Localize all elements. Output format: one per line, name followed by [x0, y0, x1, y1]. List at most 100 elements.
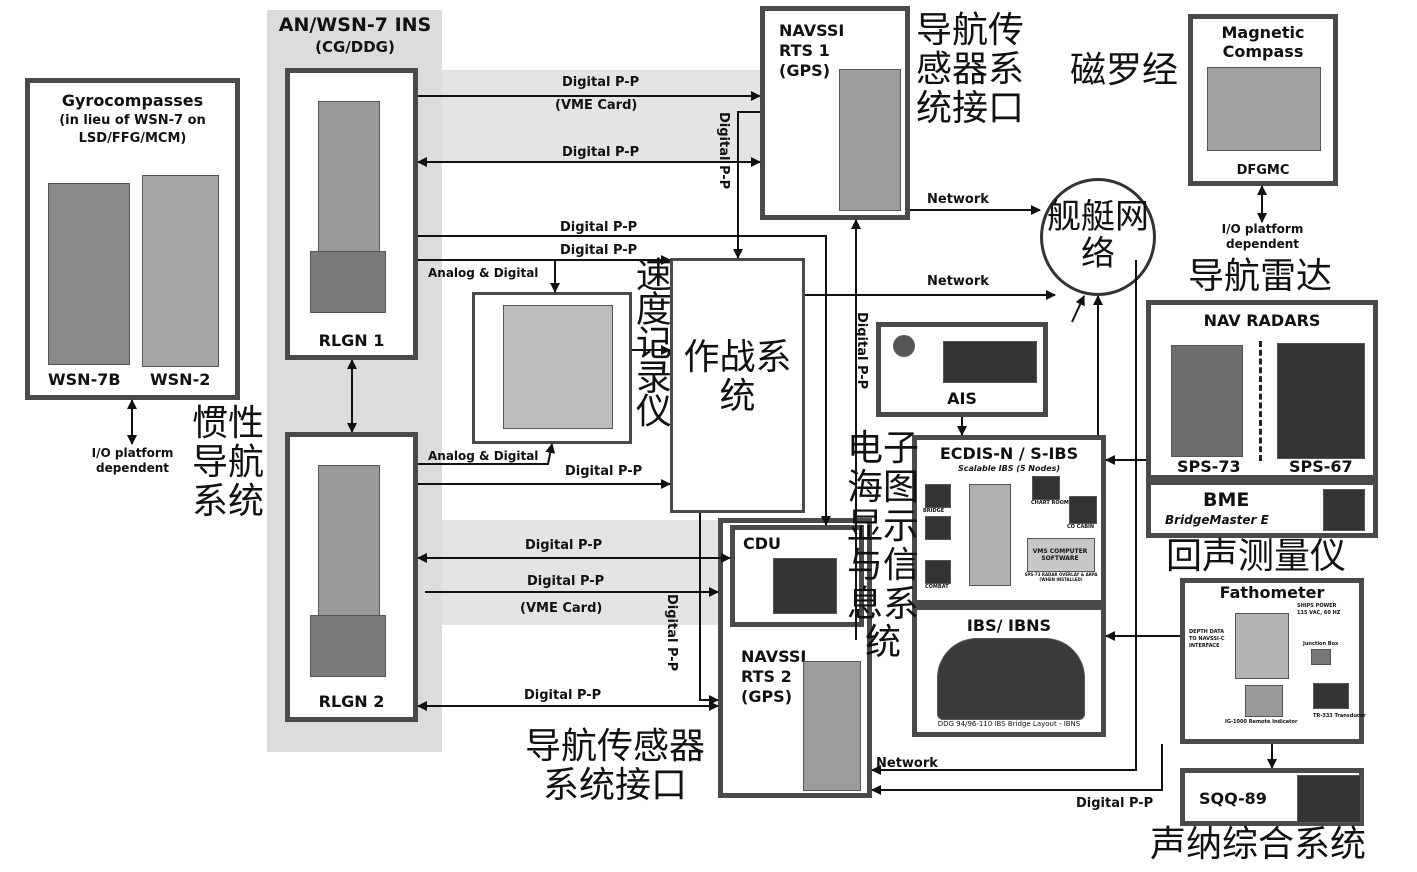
gyro-title: Gyrocompasses	[61, 91, 204, 110]
fathometer-tag-power-spec: 115 VAC, 60 HZ	[1297, 610, 1341, 616]
rlgn2-unit-image	[318, 465, 380, 617]
label-network-2: Network	[927, 274, 989, 289]
fathometer-tag-transducer: TR-333 Transducer	[1313, 713, 1366, 719]
fathometer-transducer-image	[1313, 683, 1349, 709]
magnetic-io-note: I/O platform dependent	[1200, 222, 1325, 252]
ecdis-title: ECDIS-N / S-IBS	[939, 444, 1079, 463]
ecdis-software-card	[1027, 538, 1095, 572]
ins-band-bottom	[442, 520, 727, 625]
ecdis-tag-combat: COMBAT	[925, 584, 949, 590]
cdu-box: CDU	[730, 525, 864, 627]
gyro-box: Gyrocompasses (in lieu of WSN-7 on LSD/F…	[25, 78, 240, 400]
gyro-sub2: LSD/FFG/MCM)	[78, 131, 187, 146]
label-digital-pp-7: Digital P-P	[527, 574, 605, 589]
link-ais-network	[1071, 295, 1085, 323]
radars-divider	[1259, 341, 1262, 461]
fathometer-title: Fathometer	[1219, 583, 1325, 602]
ins-subtitle-text: (CG/DDG)	[315, 38, 395, 56]
magnetic-compass-box: Magnetic Compass DFGMC	[1188, 14, 1338, 186]
ecdis-cn-label: 电子海图显示与信息系统	[846, 428, 919, 664]
link-rlgn2-speedlog	[418, 443, 556, 465]
ais-box: AIS	[876, 322, 1048, 417]
gyro-io-note-line2: dependent	[95, 461, 169, 475]
cdu-label: CDU	[743, 534, 782, 553]
radars-cn-label: 导航雷达	[1188, 256, 1333, 297]
inertial-nav-label: 惯性导航系统	[191, 403, 264, 522]
link-rlgn1-cdu	[418, 235, 831, 526]
fathometer-tag-depth2: TO NAVSSI-C	[1189, 636, 1225, 642]
ecdis-tag-software: VMS COMPUTER SOFTWARE	[1032, 548, 1088, 562]
sqq89-image	[1297, 775, 1361, 823]
navssi1-line2: RTS 1	[779, 41, 830, 60]
navssi1-cn-label: 导航传感器系统接口	[916, 10, 1025, 129]
combat-system-label: 作战系统	[683, 337, 792, 417]
ais-device-image	[943, 341, 1037, 383]
magnetic-io-note-line2: dependent	[1225, 237, 1299, 251]
label-vme-card-2: (VME Card)	[520, 601, 603, 616]
label-digital-pp-vert-2: Digital P-P	[664, 594, 679, 672]
bme-box: BME BridgeMaster E	[1146, 480, 1378, 538]
navssi1-line3: (GPS)	[779, 61, 831, 80]
ins-group-title: AN/WSN-7 INS (CG/DDG)	[270, 14, 440, 58]
fathometer-remote-image	[1245, 685, 1283, 717]
rlgn2-box: RLGN 2	[285, 432, 418, 722]
navssi2-title: NAVSSI RTS 2 (GPS)	[741, 647, 806, 707]
label-digital-pp-vert-3: Digital P-P	[854, 312, 869, 390]
label-digital-pp-8: Digital P-P	[524, 688, 602, 703]
label-digital-pp-3: Digital P-P	[560, 220, 638, 235]
link-combat-navssi2	[699, 513, 719, 705]
ecdis-tag-bridge: BRIDGE	[923, 508, 945, 514]
label-digital-pp-1: Digital P-P	[562, 75, 640, 90]
ecdis-box: ECDIS-N / S-IBS Scalable IBS (5 Nodes) B…	[912, 435, 1106, 605]
cdu-screen-image	[773, 558, 837, 614]
fathometer-tag-remote: IG-1000 Remote Indicator	[1225, 719, 1298, 725]
label-digital-pp-2: Digital P-P	[562, 145, 640, 160]
magnetic-model: DFGMC	[1236, 163, 1290, 178]
rlgn1-base-image	[310, 251, 386, 313]
sps67-label: SPS-67	[1289, 457, 1353, 476]
speed-log-box	[472, 292, 632, 444]
ais-label: AIS	[947, 389, 977, 408]
wsn2-image	[142, 175, 219, 367]
rlgn1-box: RLGN 1	[285, 68, 418, 360]
ecdis-tag-radar-overlay: SPS-73 RADAR OVERLAY & ARPA (WHEN INSTAL…	[1024, 572, 1098, 582]
ship-network-label: 舰艇网络	[1047, 197, 1149, 274]
link-fathometer-navssi2	[871, 744, 1163, 795]
ibs-box: IBS/ IBNS DDG 94/96-110 IBS Bridge Layou…	[912, 605, 1106, 737]
rlgn1-unit-image	[318, 101, 380, 253]
ins-band-top	[442, 70, 767, 162]
label-digital-pp-vert-1: Digital P-P	[716, 112, 731, 190]
ecdis-combat-console	[925, 560, 951, 584]
magnetic-title-line2: Compass	[1222, 42, 1304, 61]
bme-console-image	[1323, 489, 1365, 531]
ais-antenna-image	[893, 335, 915, 357]
label-vme-card-1: (VME Card)	[555, 98, 638, 113]
navssi1-cabinet-image	[839, 69, 901, 211]
fathometer-box: Fathometer SHIPS POWER 115 VAC, 60 HZ DE…	[1180, 578, 1366, 744]
fathometer-cn-label: 回声测量仪	[1166, 536, 1347, 577]
fathometer-unit-image	[1235, 613, 1289, 679]
ecdis-subtitle: Scalable IBS (5 Nodes)	[957, 464, 1061, 473]
bme-title: BME	[1203, 489, 1250, 511]
ibs-title: IBS/ IBNS	[966, 616, 1052, 635]
label-digital-pp-5: Digital P-P	[565, 464, 643, 479]
wsn7b-label: WSN-7B	[48, 370, 121, 389]
bme-subtitle: BridgeMaster E	[1165, 513, 1269, 527]
sps67-image	[1277, 343, 1365, 459]
ins-title-text: AN/WSN-7 INS	[278, 14, 432, 36]
magnetic-title-line1: Magnetic	[1221, 23, 1305, 42]
gyro-io-note-line1: I/O platform	[91, 446, 174, 460]
gyro-sub1: (in lieu of WSN-7 on	[59, 113, 206, 128]
radars-title: NAV RADARS	[1203, 311, 1321, 330]
navssi2-cabinet-image	[803, 661, 861, 791]
label-analog-digital-1: Analog & Digital	[428, 266, 539, 280]
wsn7b-image	[48, 183, 130, 365]
magnetic-title: Magnetic Compass	[1193, 23, 1333, 61]
label-network-3: Network	[876, 756, 938, 771]
link-rlgn1-speedlog	[540, 259, 560, 293]
sqq89-cn-label: 声纳综合系统	[1150, 824, 1367, 865]
sqq89-label: SQQ-89	[1199, 789, 1267, 808]
ecdis-bridge-console	[925, 484, 951, 508]
